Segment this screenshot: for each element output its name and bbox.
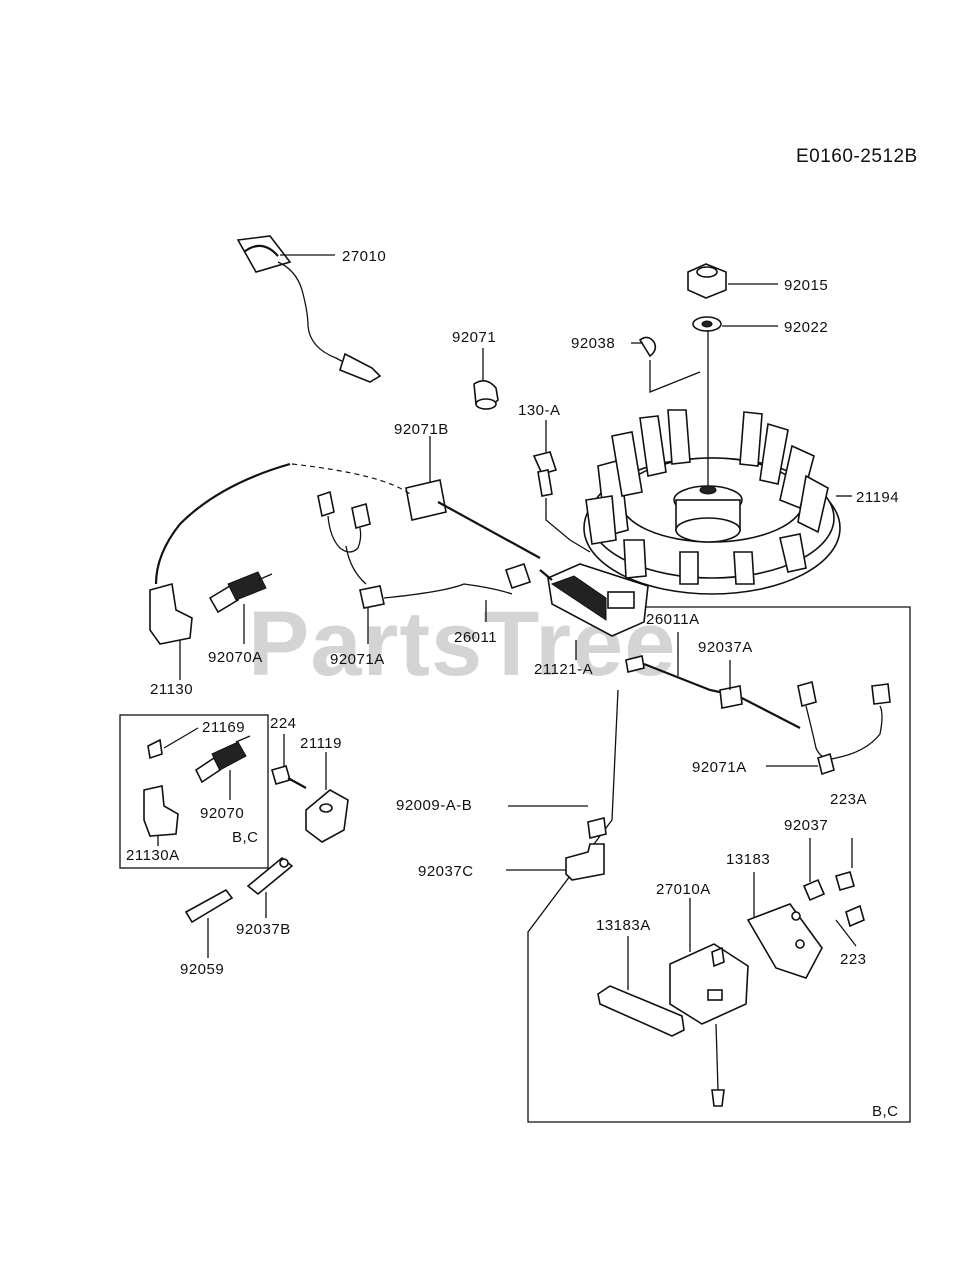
part-223A[interactable] <box>835 838 855 891</box>
part-92059[interactable] <box>184 888 234 958</box>
part-21130A[interactable] <box>143 785 179 846</box>
label-92070A[interactable]: 92070A <box>208 649 263 666</box>
label-92071A-left[interactable]: 92071A <box>330 651 385 668</box>
part-92037B[interactable] <box>246 856 294 918</box>
label-21130A[interactable]: 21130A <box>126 847 180 864</box>
label-21121A[interactable]: 21121-A <box>534 661 593 678</box>
label-92015[interactable]: 92015 <box>784 277 828 294</box>
part-26011[interactable] <box>383 562 532 622</box>
part-92071A-right[interactable] <box>766 680 891 776</box>
part-13183[interactable] <box>746 872 823 979</box>
lead-dash <box>291 463 411 495</box>
part-92070A[interactable] <box>208 571 273 644</box>
part-92037A[interactable] <box>719 660 743 709</box>
label-21119[interactable]: 21119 <box>300 735 342 752</box>
label-92071B[interactable]: 92071B <box>394 421 449 438</box>
label-223[interactable]: 223 <box>840 951 867 968</box>
part-92071B[interactable] <box>405 436 541 559</box>
part-92038[interactable] <box>631 336 701 393</box>
part-92071A-left[interactable] <box>317 490 385 644</box>
label-92037C[interactable]: 92037C <box>418 863 474 880</box>
label-92071A-right[interactable]: 92071A <box>692 759 747 776</box>
label-BC-right: B,C <box>872 1103 899 1120</box>
label-224[interactable]: 224 <box>270 715 297 732</box>
option-box-left <box>119 714 269 869</box>
label-27010[interactable]: 27010 <box>342 248 386 265</box>
part-21194[interactable] <box>583 330 852 595</box>
option-box-right <box>527 606 911 1123</box>
label-21169[interactable]: 21169 <box>202 719 245 736</box>
label-130A[interactable]: 130-A <box>518 402 561 419</box>
label-13183A[interactable]: 13183A <box>596 917 651 934</box>
label-92059[interactable]: 92059 <box>180 961 224 978</box>
part-223[interactable] <box>835 904 865 947</box>
label-92071[interactable]: 92071 <box>452 329 496 346</box>
part-21121A[interactable] <box>539 563 649 660</box>
part-27010A[interactable] <box>669 898 749 1107</box>
label-92038[interactable]: 92038 <box>571 335 615 352</box>
part-21119[interactable] <box>305 752 349 843</box>
label-92037A[interactable]: 92037A <box>698 639 753 656</box>
part-92070[interactable] <box>194 735 251 800</box>
part-224[interactable] <box>271 734 307 789</box>
label-92022[interactable]: 92022 <box>784 319 828 336</box>
label-26011A[interactable]: 26011A <box>646 611 700 628</box>
part-27010[interactable] <box>236 235 382 383</box>
part-92015[interactable] <box>687 263 778 299</box>
part-92022[interactable] <box>692 316 778 332</box>
label-92070[interactable]: 92070 <box>200 805 244 822</box>
part-21130[interactable] <box>149 462 291 680</box>
diagram-code: E0160-2512B <box>796 146 918 167</box>
label-13183[interactable]: 13183 <box>726 851 770 868</box>
label-92037B[interactable]: 92037B <box>236 921 291 938</box>
label-BC-left: B,C <box>232 829 259 846</box>
label-21194[interactable]: 21194 <box>856 489 899 506</box>
part-21169[interactable] <box>147 727 199 760</box>
label-27010A[interactable]: 27010A <box>656 881 711 898</box>
label-92037[interactable]: 92037 <box>784 817 828 834</box>
part-92037C[interactable] <box>506 843 605 881</box>
part-92009AB[interactable] <box>508 805 607 839</box>
part-92071[interactable] <box>473 348 499 410</box>
label-26011[interactable]: 26011 <box>454 629 497 646</box>
part-13183A[interactable] <box>597 936 685 1037</box>
label-21130[interactable]: 21130 <box>150 681 193 698</box>
label-92009AB[interactable]: 92009-A-B <box>396 797 472 814</box>
label-223A[interactable]: 223A <box>830 791 867 808</box>
part-130A[interactable] <box>532 420 591 553</box>
part-92037[interactable] <box>802 838 826 902</box>
